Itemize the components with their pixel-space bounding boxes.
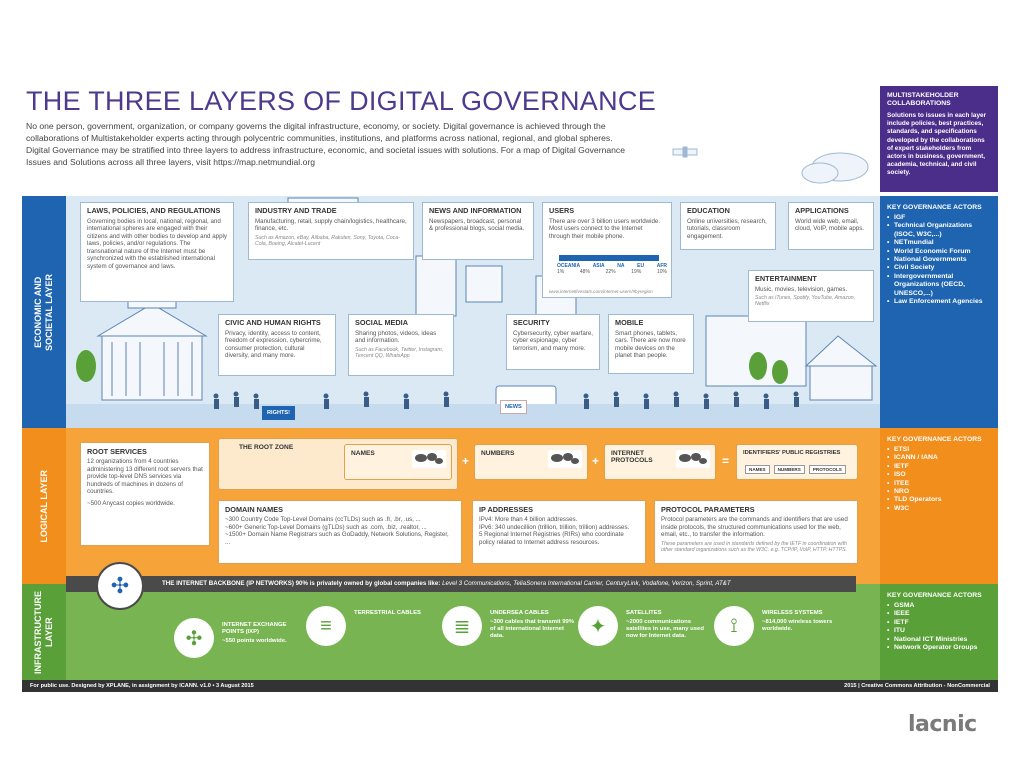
plus-icon: +	[592, 454, 600, 468]
users-source: www.internetlivestats.com/internet-users…	[549, 289, 653, 294]
region-label: AFR	[656, 263, 667, 269]
actor-item: TLD Operators	[887, 496, 991, 505]
cable-icon: ≡	[306, 606, 346, 646]
undersea-cable-icon: ≣	[442, 606, 482, 646]
actor-item: NETmundial	[887, 239, 991, 248]
users-card: USERS There are over 3 billion users wor…	[542, 202, 672, 298]
world-map-icon	[676, 450, 710, 468]
actor-item: IGF	[887, 214, 991, 223]
multistakeholder-box: MULTISTAKEHOLDER COLLABORATIONS Solution…	[880, 86, 998, 192]
users-region-bar	[559, 255, 659, 261]
satellite-icon: ✦	[578, 606, 618, 646]
actor-item: IETF	[887, 463, 991, 472]
intro-text: No one person, government, organization,…	[26, 121, 625, 167]
actor-item: Intergovernmental Organizations (OECD, U…	[887, 273, 991, 298]
multistakeholder-text: Solutions to issues in each layer includ…	[887, 112, 987, 177]
network-hub-icon: ✣	[174, 618, 214, 658]
tower-icon: ⟟	[714, 606, 754, 646]
region-label: OCEANIA	[557, 263, 581, 269]
region-label: ASIA	[592, 263, 605, 269]
mobile-card: MOBILE Smart phones, tablets, cars. Ther…	[608, 314, 694, 374]
actor-item: Network Operator Groups	[887, 644, 991, 653]
education-card: EDUCATION Online universities, research,…	[680, 202, 776, 250]
infrastructure-layer-label: INFRASTRUCTURE LAYER	[22, 584, 66, 680]
logical-layer-label: LOGICAL LAYER	[22, 428, 66, 584]
region-pct: 10%	[656, 269, 667, 275]
region-label: EU	[637, 263, 645, 269]
actor-item: ISO	[887, 471, 991, 480]
actor-item: NRO	[887, 488, 991, 497]
industry-trade-card: INDUSTRY AND TRADE Manufacturing, retail…	[248, 202, 414, 260]
news-van-sign: NEWS	[500, 400, 527, 414]
actor-item: ETSI	[887, 446, 991, 455]
applications-card: APPLICATIONS World wide web, email, clou…	[788, 202, 874, 250]
actor-item: GSMA	[887, 602, 991, 611]
page-title: THE THREE LAYERS OF DIGITAL GOVERNANCE	[26, 86, 657, 116]
actor-item: ITU	[887, 627, 991, 636]
region-pct: 22%	[605, 269, 616, 275]
region-pct: 19%	[631, 269, 642, 275]
world-map-icon	[548, 450, 582, 468]
actor-item: IETF	[887, 619, 991, 628]
footer-license: 2015 | Creative Commons Attribution - No…	[844, 683, 990, 689]
economic-layer-label: ECONOMIC AND SOCIETAL LAYER	[22, 196, 66, 428]
security-card: SECURITY Cybersecurity, cyber warfare, c…	[506, 314, 600, 370]
protocol-parameters-card: PROTOCOL PARAMETERS Protocol parameters …	[654, 500, 858, 564]
actor-item: Technical Organizations (ISOC, W3C,...)	[887, 222, 991, 239]
economic-key-actors: KEY GOVERNANCE ACTORS IGF Technical Orga…	[880, 196, 998, 428]
registry-tag: NUMBERS	[773, 465, 805, 474]
actor-item: World Economic Forum	[887, 248, 991, 257]
lacnic-logo: lacnic	[908, 712, 977, 737]
actor-item: Civil Society	[887, 264, 991, 273]
infrastructure-key-actors: KEY GOVERNANCE ACTORS GSMA IEEE IETF ITU…	[880, 584, 998, 680]
region-pct: 1%	[557, 269, 565, 275]
entertainment-card: ENTERTAINMENT Music, movies, television,…	[748, 270, 874, 322]
region-pct: 48%	[579, 269, 590, 275]
root-services-card: ROOT SERVICES 12 organizations from 4 co…	[80, 442, 210, 546]
internet-backbone-bar: THE INTERNET BACKBONE (IP NETWORKS) 90% …	[66, 576, 856, 592]
actor-item: ITEE	[887, 480, 991, 489]
sky-decoration-icon	[672, 146, 869, 184]
logical-key-actors: KEY GOVERNANCE ACTORS ETSI ICANN / IANA …	[880, 428, 998, 584]
world-map-icon	[412, 450, 446, 468]
laws-policies-card: LAWS, POLICIES, AND REGULATIONS Governin…	[80, 202, 234, 302]
footer-credit: For public use. Designed by XPLANE, in a…	[30, 683, 254, 689]
ip-addresses-card: IP ADDRESSES IPv4: More than 4 billion a…	[472, 500, 646, 564]
registry-tag: NAMES	[745, 465, 770, 474]
registry-tag: PROTOCOLS	[808, 465, 846, 474]
region-label: NA	[617, 263, 625, 269]
multistakeholder-heading: MULTISTAKEHOLDER COLLABORATIONS	[887, 92, 959, 107]
registries-panel: IDENTIFIERS' PUBLIC REGISTRIES NAMES NUM…	[736, 444, 858, 480]
backbone-network-icon: ✣	[96, 562, 144, 610]
logical-layer: LOGICAL LAYER ROOT SERVICES 12 organizat…	[22, 428, 998, 584]
news-information-card: NEWS AND INFORMATION Newspapers, broadca…	[422, 202, 534, 260]
domain-names-card: DOMAIN NAMES ~300 Country Code Top-Level…	[218, 500, 462, 564]
economic-societal-layer: ECONOMIC AND SOCIETAL LAYER	[22, 196, 998, 428]
equals-icon: =	[722, 454, 730, 468]
actor-item: National ICT Ministries	[887, 636, 991, 645]
backbone-companies: Level 3 Communications, TeliaSonera Inte…	[442, 580, 731, 587]
rights-sign: RIGHTS!	[262, 406, 295, 420]
actor-item: Law Enforcement Agencies	[887, 298, 991, 307]
actor-item: IEEE	[887, 610, 991, 619]
actor-item: W3C	[887, 505, 991, 514]
backbone-text: THE INTERNET BACKBONE (IP NETWORKS) 90% …	[162, 580, 443, 587]
civic-rights-card: CIVIC AND HUMAN RIGHTS Privacy, identity…	[218, 314, 336, 376]
footer: For public use. Designed by XPLANE, in a…	[22, 680, 998, 692]
actor-item: ICANN / IANA	[887, 454, 991, 463]
names-panel: NAMES	[344, 444, 452, 480]
infrastructure-layer: INFRASTRUCTURE LAYER ✣ INTERNET EXCHANGE…	[22, 584, 998, 680]
numbers-panel: NUMBERS	[474, 444, 588, 480]
plus-icon: +	[462, 454, 470, 468]
actor-item: National Governments	[887, 256, 991, 265]
social-media-card: SOCIAL MEDIA Sharing photos, videos, ide…	[348, 314, 454, 376]
protocols-panel: INTERNET PROTOCOLS	[604, 444, 716, 480]
